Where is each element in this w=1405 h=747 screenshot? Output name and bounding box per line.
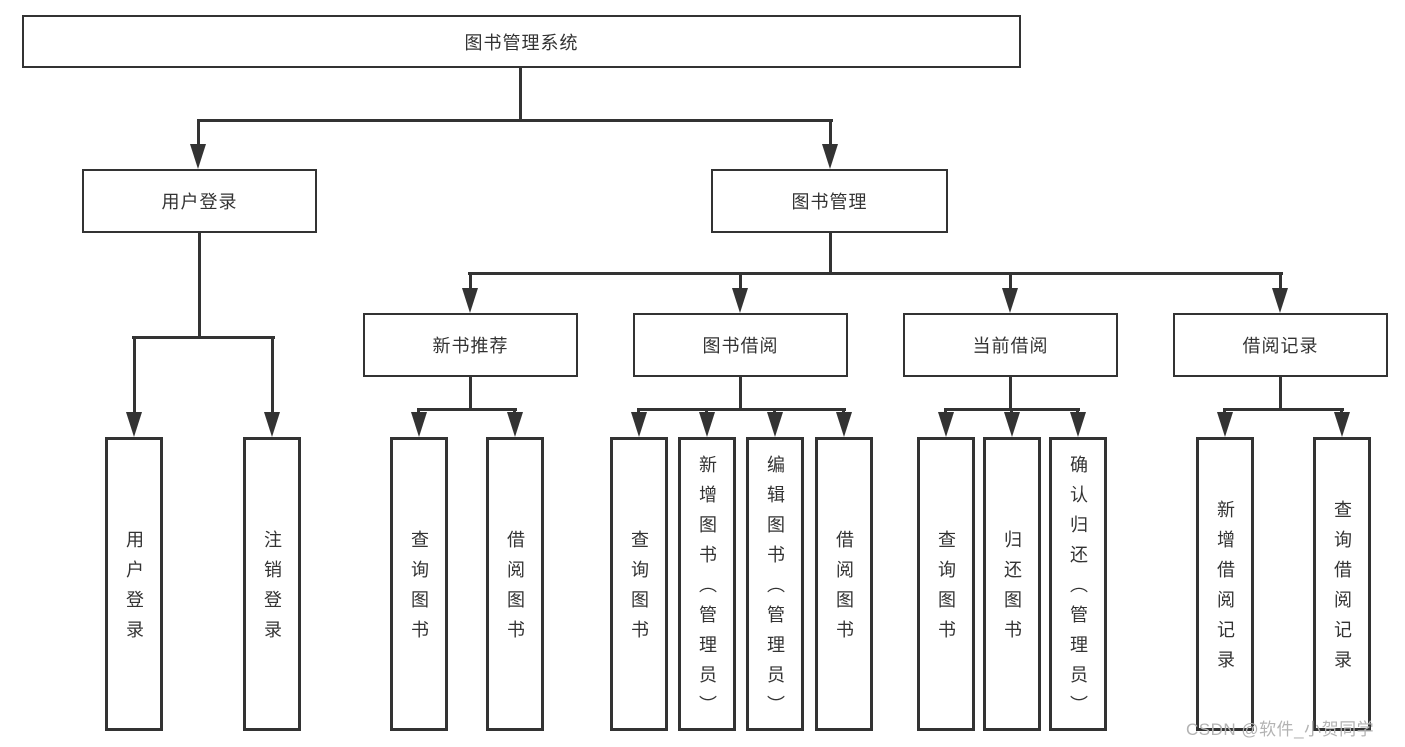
- connector-line: [739, 272, 742, 290]
- arrow-down-icon: [1334, 412, 1350, 437]
- node-book-management: 图书管理: [711, 169, 948, 233]
- node-current-borrow: 当前借阅: [903, 313, 1118, 377]
- arrow-down-icon: [1217, 412, 1233, 437]
- leaf-return-book: 归还图书: [983, 437, 1041, 731]
- connector-line: [468, 272, 1283, 275]
- connector-line: [519, 68, 522, 120]
- leaf-borrow-books-1: 借阅图书: [486, 437, 544, 731]
- node-new-book-recommend-label: 新书推荐: [432, 336, 509, 356]
- arrow-down-icon: [264, 412, 280, 437]
- connector-line: [469, 377, 472, 409]
- arrow-down-icon: [732, 288, 748, 313]
- arrow-down-icon: [462, 288, 478, 313]
- node-root-label: 图书管理系统: [464, 32, 579, 53]
- node-book-management-label: 图书管理: [791, 192, 868, 212]
- leaf-edit-book-admin: 编辑图书（管理员）: [746, 437, 804, 731]
- connector-line: [1223, 408, 1226, 414]
- arrow-down-icon: [507, 412, 523, 437]
- arrow-down-icon: [938, 412, 954, 437]
- connector-line: [829, 119, 832, 147]
- connector-line: [417, 408, 420, 414]
- arrow-down-icon: [699, 412, 715, 437]
- leaf-confirm-return-admin: 确认归还（管理员）: [1049, 437, 1107, 731]
- node-book-borrow-label: 图书借阅: [702, 336, 779, 356]
- connector-line: [513, 408, 516, 414]
- connector-line: [1340, 408, 1343, 414]
- node-borrow-records: 借阅记录: [1173, 313, 1388, 377]
- connector-line: [198, 233, 201, 337]
- connector-line: [637, 408, 846, 411]
- arrow-down-icon: [631, 412, 647, 437]
- connector-line: [197, 119, 833, 122]
- arrow-down-icon: [411, 412, 427, 437]
- connector-line: [1010, 408, 1013, 414]
- arrow-down-icon: [1004, 412, 1020, 437]
- arrow-down-icon: [1272, 288, 1288, 313]
- node-root: 图书管理系统: [22, 15, 1021, 68]
- arrow-down-icon: [822, 144, 838, 169]
- arrow-down-icon: [1002, 288, 1018, 313]
- connector-line: [271, 336, 274, 414]
- node-borrow-records-label: 借阅记录: [1242, 336, 1319, 356]
- connector-line: [197, 119, 200, 147]
- connector-line: [1279, 377, 1282, 409]
- connector-line: [829, 233, 832, 274]
- connector-line: [417, 408, 517, 411]
- connector-line: [1009, 272, 1012, 290]
- node-current-borrow-label: 当前借阅: [972, 336, 1049, 356]
- leaf-user-login: 用户登录: [105, 437, 163, 731]
- arrow-down-icon: [767, 412, 783, 437]
- connector-line: [132, 336, 275, 339]
- node-new-book-recommend: 新书推荐: [363, 313, 578, 377]
- leaf-borrow-books-2: 借阅图书: [815, 437, 873, 731]
- leaf-query-books-1: 查询图书: [390, 437, 448, 731]
- connector-line: [1223, 408, 1344, 411]
- leaf-add-borrow-record: 新增借阅记录: [1196, 437, 1254, 731]
- leaf-query-books-3: 查询图书: [917, 437, 975, 731]
- arrow-down-icon: [836, 412, 852, 437]
- connector-line: [1279, 272, 1282, 290]
- watermark: CSDN @软件_小贺同学: [1186, 720, 1375, 739]
- node-book-borrow: 图书借阅: [633, 313, 848, 377]
- arrow-down-icon: [126, 412, 142, 437]
- connector-line: [842, 408, 845, 414]
- connector-line: [133, 336, 136, 414]
- node-user-login-label: 用户登录: [161, 192, 238, 212]
- connector-line: [705, 408, 708, 414]
- leaf-query-borrow-record: 查询借阅记录: [1313, 437, 1371, 731]
- connector-line: [944, 408, 947, 414]
- leaf-logout: 注销登录: [243, 437, 301, 731]
- connector-line: [637, 408, 640, 414]
- connector-line: [739, 377, 742, 409]
- connector-line: [773, 408, 776, 414]
- arrow-down-icon: [190, 144, 206, 169]
- leaf-add-book-admin: 新增图书（管理员）: [678, 437, 736, 731]
- node-user-login: 用户登录: [82, 169, 317, 233]
- connector-line: [469, 272, 472, 290]
- leaf-query-books-2: 查询图书: [610, 437, 668, 731]
- arrow-down-icon: [1070, 412, 1086, 437]
- connector-line: [1009, 377, 1012, 409]
- connector-line: [1076, 408, 1079, 414]
